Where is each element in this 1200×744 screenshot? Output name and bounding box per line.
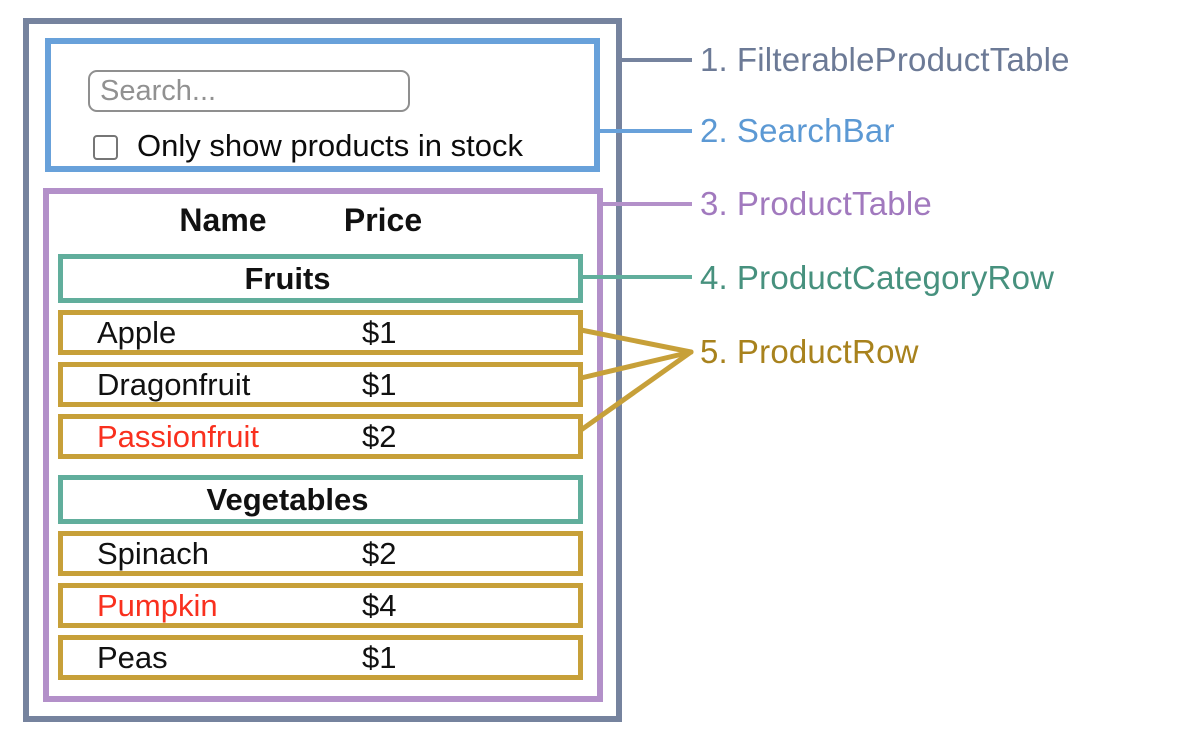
product-name: Peas — [97, 639, 168, 675]
product-price: $4 — [362, 587, 397, 623]
product-name: Dragonfruit — [97, 366, 251, 402]
legend-number: 2. — [700, 112, 728, 149]
product-row-apple: Apple $1 — [58, 310, 583, 355]
search-input[interactable] — [88, 70, 410, 112]
product-row-spinach: Spinach $2 — [58, 531, 583, 576]
legend-label: SearchBar — [736, 112, 895, 149]
category-row-vegetables: Vegetables — [58, 475, 583, 524]
search-bar-box: Only show products in stock — [45, 38, 600, 172]
legend-label: ProductTable — [736, 185, 932, 222]
product-row-pumpkin: Pumpkin $4 — [58, 583, 583, 628]
table-header-row: Name Price — [49, 202, 597, 238]
legend-item-product-row: 5.ProductRow — [700, 333, 919, 371]
in-stock-checkbox[interactable] — [93, 134, 118, 160]
product-price: $1 — [362, 366, 397, 402]
product-row-passionfruit: Passionfruit $2 — [58, 414, 583, 459]
column-header-price: Price — [343, 202, 423, 238]
product-table-box: Name Price Fruits Apple $1 Dragonfruit $… — [43, 188, 603, 702]
legend-number: 5. — [700, 333, 728, 370]
product-name: Pumpkin — [97, 587, 218, 623]
product-name: Passionfruit — [97, 418, 259, 454]
product-price: $2 — [362, 418, 397, 454]
product-row-peas: Peas $1 — [58, 635, 583, 680]
legend-label: ProductCategoryRow — [736, 259, 1055, 296]
product-price: $2 — [362, 535, 397, 571]
legend-item-filterable-product-table: 1.FilterableProductTable — [700, 41, 1070, 79]
vegetables-section: Vegetables Spinach $2 Pumpkin $4 Peas $1 — [49, 475, 597, 680]
legend-item-product-table: 3.ProductTable — [700, 185, 932, 223]
in-stock-filter-row: Only show products in stock — [93, 128, 523, 164]
product-price: $1 — [362, 314, 397, 350]
column-header-name: Name — [179, 202, 267, 238]
product-name: Apple — [97, 314, 177, 350]
category-row-fruits: Fruits — [58, 254, 583, 303]
legend-item-product-category-row: 4.ProductCategoryRow — [700, 259, 1054, 297]
product-row-dragonfruit: Dragonfruit $1 — [58, 362, 583, 407]
product-name: Spinach — [97, 535, 210, 571]
fruits-section: Fruits Apple $1 Dragonfruit $1 Passionfr… — [49, 254, 597, 459]
in-stock-checkbox-label: Only show products in stock — [137, 128, 523, 163]
legend-item-search-bar: 2.SearchBar — [700, 112, 895, 150]
legend-label: FilterableProductTable — [736, 41, 1070, 78]
product-price: $1 — [362, 639, 397, 675]
filterable-product-table-box: Only show products in stock Name Price F… — [23, 18, 622, 722]
legend-label: ProductRow — [736, 333, 919, 370]
legend-number: 3. — [700, 185, 728, 222]
legend-number: 4. — [700, 259, 728, 296]
legend-number: 1. — [700, 41, 728, 78]
